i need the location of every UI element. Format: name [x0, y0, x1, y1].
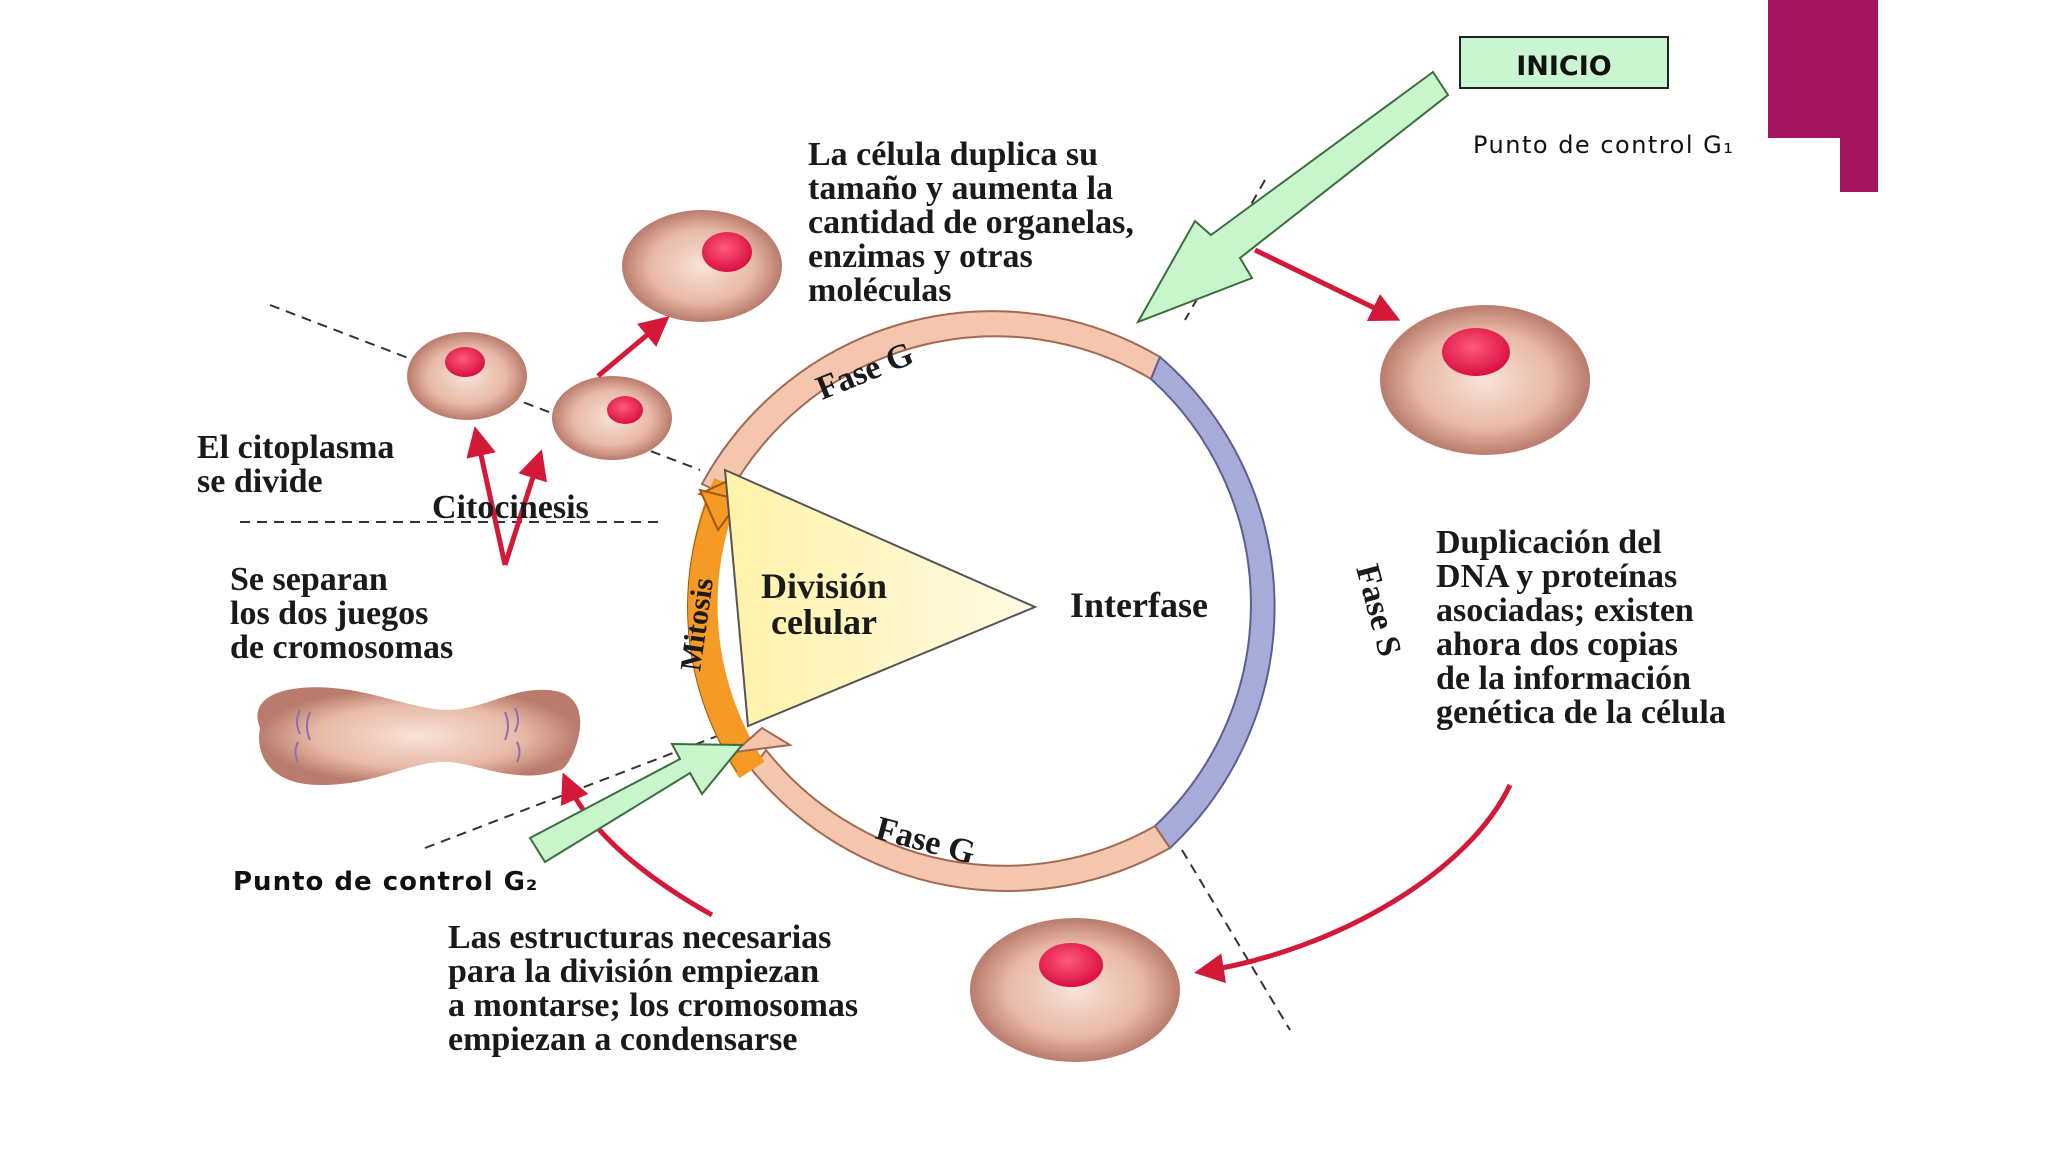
svg-text:La célula duplica su: La célula duplica su — [808, 136, 1098, 173]
cell-grown — [622, 210, 782, 322]
phase-s-label: Fase S — [1348, 560, 1408, 660]
svg-text:genética de la célula: genética de la célula — [1436, 694, 1726, 731]
svg-text:cantidad de organelas,: cantidad de organelas, — [808, 204, 1134, 241]
cell-nucleus — [607, 396, 643, 424]
svg-text:Duplicación del: Duplicación del — [1436, 524, 1662, 561]
inicio-box — [1459, 36, 1669, 89]
checkpoint-g2-label: Punto de control G₂ — [233, 867, 538, 897]
svg-text:tamaño y aumenta la: tamaño y aumenta la — [808, 170, 1113, 207]
cells — [257, 210, 1590, 1062]
svg-text:los dos juegos: los dos juegos — [230, 595, 428, 632]
checkpoint-g1-arrow — [1135, 70, 1450, 324]
svg-text:a montarse; los cromosomas: a montarse; los cromosomas — [448, 987, 858, 1024]
svg-text:moléculas: moléculas — [808, 272, 952, 309]
checkpoint-g2-arrow — [528, 742, 745, 864]
svg-text:para la división empiezan: para la división empiezan — [448, 953, 819, 990]
phase-g2-band — [750, 748, 1172, 892]
chromosome-annotation: Se separan los dos juegos de cromosomas — [230, 561, 453, 666]
svg-text:enzimas y otras: enzimas y otras — [808, 238, 1033, 275]
svg-text:de cromosomas: de cromosomas — [230, 629, 453, 666]
accent-bar — [1768, 0, 1878, 192]
cell-nucleus — [702, 232, 752, 272]
svg-text:Se separan: Se separan — [230, 561, 388, 598]
checkpoint-g1-label: Punto de control G₁ — [1473, 131, 1734, 159]
phase-g1-band — [700, 310, 1162, 498]
chromosome-marks — [294, 707, 521, 763]
cell-nucleus — [445, 347, 485, 377]
division-label-line1: División — [761, 566, 887, 606]
division-triangle — [723, 468, 1038, 728]
svg-text:se divide: se divide — [197, 463, 323, 500]
svg-text:de la información: de la información — [1436, 660, 1691, 697]
structures-annotation: Las estructuras necesarias para la divis… — [448, 919, 858, 1058]
inicio-label: INICIO — [1516, 51, 1612, 82]
dna-annotation: Duplicación del DNA y proteínas asociada… — [1436, 524, 1726, 731]
cytoplasm-annotation: El citoplasma se divide — [197, 429, 394, 500]
svg-text:asociadas; existen: asociadas; existen — [1436, 592, 1694, 629]
red-arrows — [466, 247, 1513, 984]
svg-text:ahora dos copias: ahora dos copias — [1436, 626, 1678, 663]
svg-text:empiezan a condensarse: empiezan a condensarse — [448, 1021, 797, 1058]
cell-nucleus — [1039, 943, 1103, 987]
cytokinesis-label: Citocinesis — [432, 489, 589, 526]
division-label-line2: celular — [771, 602, 877, 642]
g2-arrowhead — [731, 726, 793, 754]
dividing-cell — [257, 687, 581, 785]
cell-g2 — [970, 918, 1180, 1062]
interphase-label: Interfase — [1070, 585, 1208, 625]
svg-text:Las estructuras necesarias: Las estructuras necesarias — [448, 919, 831, 956]
growth-annotation: La célula duplica su tamaño y aumenta la… — [808, 136, 1134, 309]
svg-text:El citoplasma: El citoplasma — [197, 429, 394, 466]
svg-text:DNA y proteínas: DNA y proteínas — [1436, 558, 1677, 595]
cell-s-phase — [1380, 305, 1590, 455]
cell-nucleus — [1442, 328, 1510, 376]
